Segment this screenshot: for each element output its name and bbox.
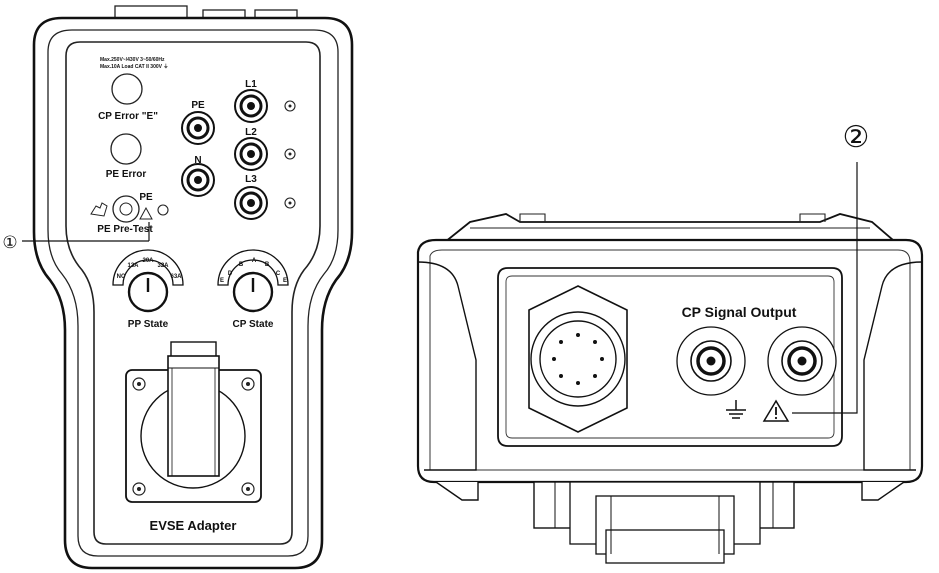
side-top-tab-right [799, 213, 826, 222]
callout-2-leader [792, 162, 858, 414]
socket-l1-label: L1 [245, 79, 257, 90]
cp-state-scale-labels: E D B A B C E [220, 258, 287, 284]
cp-signal-output-label: CP Signal Output [682, 304, 797, 320]
evse-adapter-label: EVSE Adapter [150, 518, 237, 533]
evse-adapter-front-view: Max.250V~/430V 3~50/60Hz Max.10A Load CA… [2, 5, 354, 570]
pe-led-label: PE [139, 192, 153, 203]
side-right-foot [861, 481, 905, 501]
pe-error-indicator [110, 133, 142, 165]
cp-error-label: CP Error "E" [98, 111, 158, 122]
socket-pe-label: PE [191, 100, 205, 111]
pp-state-label: PP State [128, 319, 169, 330]
rating-line-2: Max.10A Load CAT II 300V ⏚ [100, 63, 168, 70]
pe-pretest-label: PE Pre-Test [97, 224, 153, 235]
cp-output-jack-ground[interactable] [676, 326, 746, 396]
side-left-bumper [417, 261, 477, 471]
pp-position-nc: NC [117, 274, 126, 280]
cp-position-e-right: E [283, 278, 287, 284]
cp-error-indicator [111, 73, 143, 105]
cp-state-knob[interactable] [232, 271, 274, 313]
ground-icon [726, 400, 746, 419]
phase-led-l3 [284, 197, 296, 209]
socket-l3[interactable] [234, 186, 268, 220]
outlet-lid[interactable] [167, 355, 220, 477]
callout-2: ② [843, 121, 870, 154]
pp-position-63a: 63A [170, 274, 182, 280]
side-housing-inner [429, 249, 911, 471]
cp-position-b-right: B [265, 262, 270, 268]
cp-position-e-left: E [220, 278, 224, 284]
side-right-bumper [863, 261, 923, 471]
pp-state-scale-arc [112, 249, 184, 286]
warning-triangle-icon [139, 206, 153, 220]
socket-n-label: N [194, 155, 201, 166]
side-panel-plate-inner [505, 275, 835, 439]
pp-state-knob[interactable] [127, 271, 169, 313]
side-top-tab-left [519, 213, 546, 222]
phase-led-l1 [284, 100, 296, 112]
schuko-socket-outlet [125, 341, 262, 503]
cp-state-scale-arc [217, 249, 289, 286]
socket-l2[interactable] [234, 137, 268, 171]
pe-led-indicator [157, 204, 169, 216]
cp-position-d: D [228, 271, 233, 277]
cp-position-a: A [252, 258, 257, 264]
pp-position-13a: 13A [127, 263, 139, 269]
warning-triangle-icon [762, 399, 790, 422]
pp-position-20a: 20A [142, 258, 154, 264]
cp-position-c: C [276, 271, 281, 277]
callout-1: ① [2, 233, 17, 252]
cp-state-label: CP State [233, 319, 274, 330]
cp-output-jack-signal[interactable] [767, 326, 837, 396]
finger-touch-icon [90, 202, 108, 217]
socket-l1[interactable] [234, 89, 268, 123]
evse-adapter-side-view: CP Signal Output ② [416, 121, 924, 564]
hex-connector-pins [552, 333, 604, 385]
pe-pretest-pad-center [119, 202, 133, 216]
rating-line-1: Max.250V~/430V 3~50/60Hz [100, 57, 165, 63]
side-left-foot [435, 481, 479, 501]
hex-connector-face[interactable] [539, 320, 617, 398]
socket-pe[interactable] [181, 111, 215, 145]
cp-position-b-left: B [239, 262, 244, 268]
side-top-silhouette [437, 213, 903, 247]
socket-l3-label: L3 [245, 174, 257, 185]
pe-error-label: PE Error [106, 169, 147, 180]
pp-state-scale-labels: NC 13A 20A 32A 63A [117, 258, 183, 280]
adapter-inner-border [47, 29, 339, 557]
pp-position-32a: 32A [157, 263, 169, 269]
socket-n[interactable] [181, 163, 215, 197]
socket-l2-label: L2 [245, 127, 257, 138]
adapter-front-panel [65, 41, 321, 545]
phase-led-l2 [284, 148, 296, 160]
side-bottom-plug [533, 481, 795, 564]
